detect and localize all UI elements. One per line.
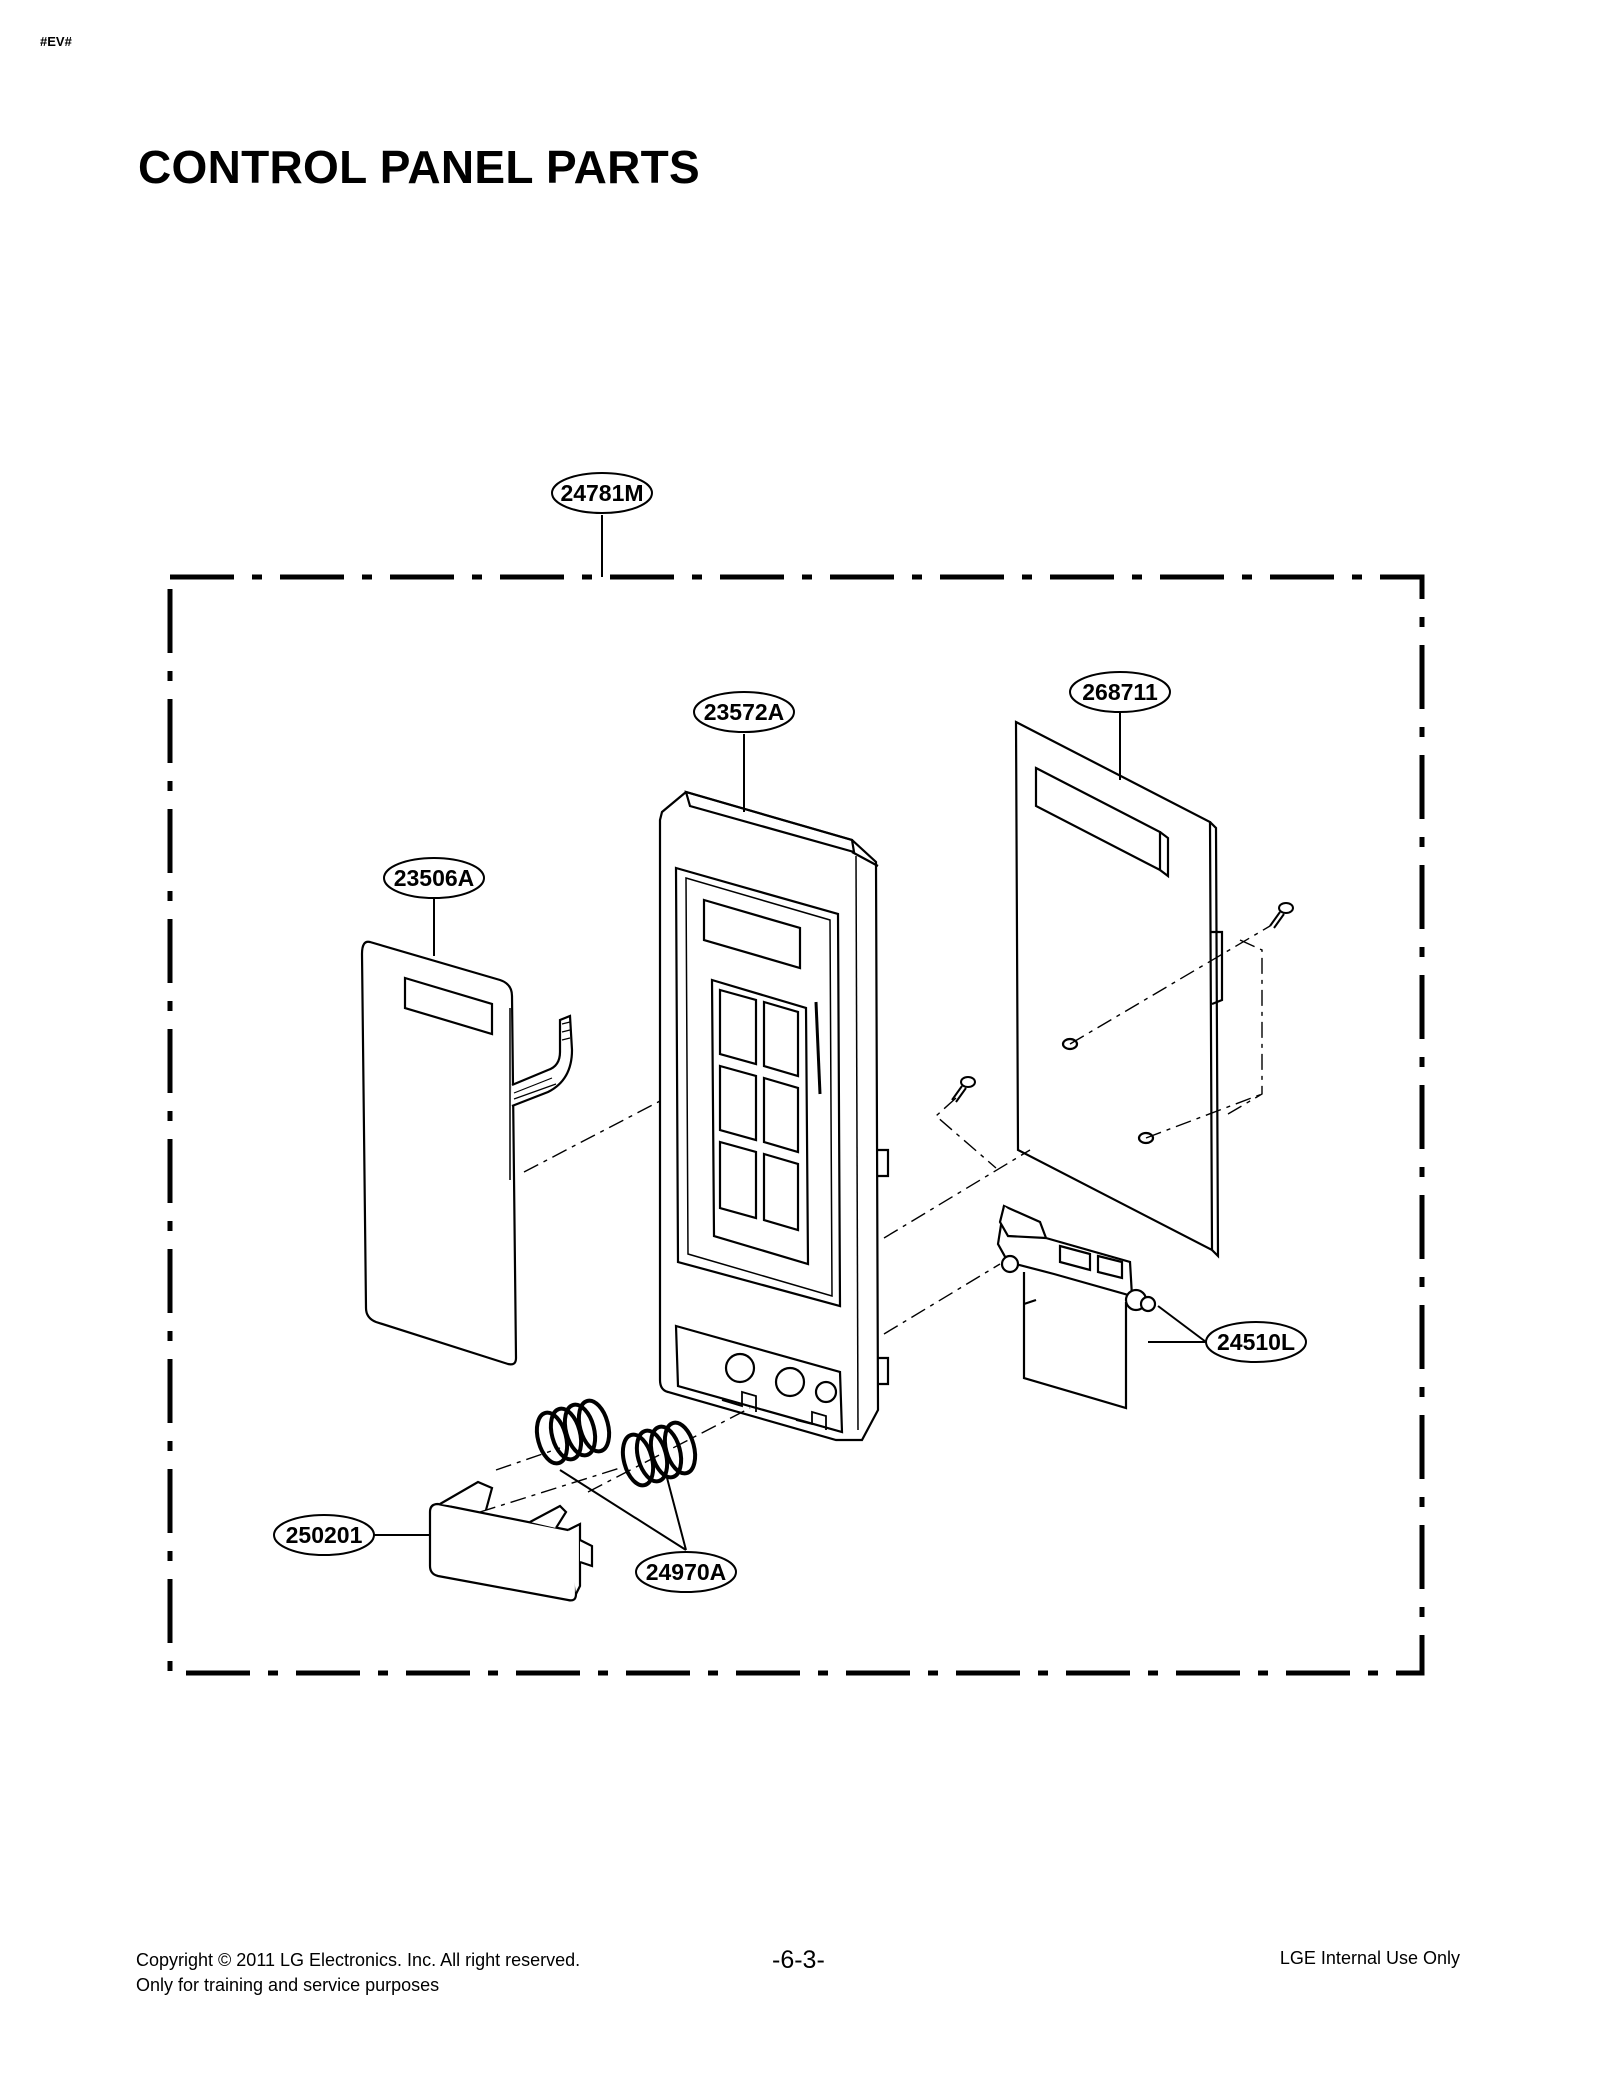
control-frame — [658, 790, 890, 1442]
footer-purpose: Only for training and service purposes — [136, 1975, 440, 1995]
springs — [534, 1398, 698, 1488]
screw-frame — [951, 1076, 976, 1103]
page-title: CONTROL PANEL PARTS — [138, 141, 700, 193]
door-button — [428, 1480, 594, 1602]
callout-assembly-label: 24781M — [560, 480, 643, 506]
callout-springs-label: 24970A — [646, 1559, 727, 1585]
callout-membrane-label: 23506A — [394, 865, 475, 891]
callout-assembly: 24781M — [551, 472, 653, 514]
leader-lines — [374, 515, 1207, 1551]
footer-classification: LGE Internal Use Only — [1279, 1948, 1460, 1968]
pcb-board — [1014, 720, 1224, 1259]
membrane-panel — [360, 940, 574, 1366]
page-number: -6-3- — [772, 1946, 825, 1974]
callout-frame-label: 23572A — [704, 699, 785, 725]
footer-left: Copyright © 2011 LG Electronics. Inc. Al… — [136, 1948, 580, 1998]
callout-membrane: 23506A — [383, 857, 485, 899]
callout-button: 250201 — [273, 1514, 375, 1556]
callout-board-label: 268711 — [1082, 679, 1158, 705]
callout-board: 268711 — [1069, 671, 1171, 713]
latch-bracket — [996, 1204, 1157, 1410]
assembly-guides — [479, 925, 1271, 1513]
corner-mark: #EV# — [40, 34, 72, 49]
screw-board — [1269, 902, 1294, 929]
assembly-boundary — [167, 574, 1425, 1676]
footer-copyright: Copyright © 2011 LG Electronics. Inc. Al… — [136, 1950, 581, 1970]
callout-springs: 24970A — [635, 1551, 737, 1593]
callout-latch-label: 24510L — [1217, 1329, 1295, 1355]
callout-latch: 24510L — [1205, 1321, 1307, 1363]
callout-button-label: 250201 — [286, 1522, 363, 1548]
callout-frame: 23572A — [693, 691, 795, 733]
